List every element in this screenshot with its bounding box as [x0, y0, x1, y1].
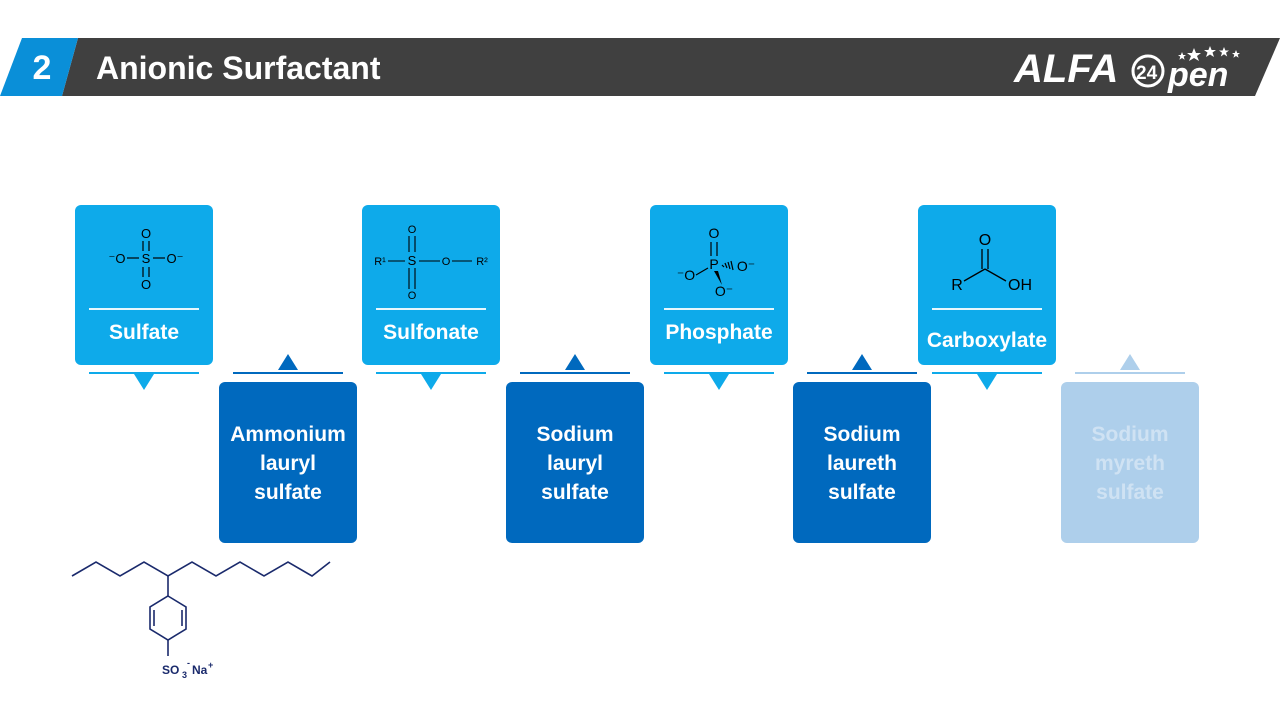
connector-line: [664, 372, 774, 374]
example-card-sodium-myreth-sulfate: Sodium myreth sulfate: [1061, 382, 1199, 543]
connector-line: [520, 372, 630, 374]
formula-so: SO: [162, 663, 179, 677]
atom-label: O⁻: [715, 283, 733, 299]
arrow-up-icon: [1120, 354, 1140, 370]
star-icon: [1219, 47, 1229, 57]
arrow-up-icon: [565, 354, 585, 370]
formula-charge: -: [187, 658, 190, 668]
section-number: 2: [32, 49, 52, 87]
atom-label: R: [951, 277, 963, 294]
atom-label: S: [408, 253, 417, 268]
star-icon: [1178, 52, 1186, 60]
example-label: Sodium lauryl sulfate: [536, 423, 614, 504]
star-icon: [1204, 46, 1216, 57]
arrow-down-icon: [421, 374, 441, 390]
card-divider: [89, 308, 199, 310]
category-card-phosphate: O P ⁻O O⁻ O⁻ Phosphate: [650, 205, 788, 365]
arrow-down-icon: [977, 374, 997, 390]
category-label: Sulfate: [108, 321, 179, 344]
connector-line: [932, 372, 1042, 374]
atom-label: R²: [476, 256, 488, 268]
header-bar: [0, 38, 1280, 96]
category-card-sulfonate: R¹ S O O O R² Sulfonate: [362, 205, 500, 365]
atom-label: S: [142, 251, 151, 266]
logo-badge: 24: [1136, 63, 1158, 84]
connector-line: [89, 372, 199, 374]
example-card-sodium-laureth-sulfate: Sodium laureth sulfate: [793, 382, 931, 543]
star-icon: [1187, 48, 1201, 61]
category-label: Carboxylate: [926, 329, 1048, 352]
atom-label: O: [979, 232, 991, 249]
atom-label: ⁻O: [677, 267, 695, 283]
connector-line: [1075, 372, 1185, 374]
atom-label: O: [709, 225, 720, 241]
logo-badge-circle: [1131, 54, 1165, 88]
atom-label: P: [709, 256, 718, 272]
star-icon: [1232, 50, 1240, 58]
category-label: Sulfonate: [383, 321, 479, 344]
arrow-down-icon: [134, 374, 154, 390]
atom-label: R¹: [374, 256, 386, 268]
arrow-up-icon: [852, 354, 872, 370]
example-card-sodium-lauryl-sulfate: Sodium lauryl sulfate: [506, 382, 644, 543]
connector-line: [233, 372, 343, 374]
atom-label: O: [408, 290, 417, 302]
atom-label: OH: [1008, 277, 1032, 294]
card-divider: [664, 308, 774, 310]
atom-label: O: [141, 277, 151, 292]
atom-label: ⁻O: [109, 251, 126, 266]
card-divider: [932, 308, 1042, 310]
example-label: Sodium laureth sulfate: [823, 423, 901, 504]
arrow-down-icon: [709, 374, 729, 390]
category-card-carboxylate: O R OH Carboxylate: [918, 205, 1056, 365]
card-divider: [376, 308, 486, 310]
formula-plus: +: [208, 660, 213, 670]
category-label: Phosphate: [665, 321, 773, 344]
connector-line: [376, 372, 486, 374]
alfa-open-logo: ALFA 24 pen: [1013, 46, 1240, 94]
carboxylate-structure-icon: O R OH: [951, 232, 1032, 294]
logo-text: ALFA: [1013, 47, 1118, 91]
arrow-up-icon: [278, 354, 298, 370]
atom-label: O⁻: [167, 251, 184, 266]
alkylbenzene-sulfonate-structure-icon: SO 3 - Na +: [71, 561, 331, 680]
atom-label: O: [141, 226, 151, 241]
connector-line: [807, 372, 917, 374]
atom-label: O: [408, 224, 417, 236]
atom-label: O⁻: [737, 258, 755, 274]
sulfate-structure-icon: O ⁻O S O⁻ O: [109, 226, 184, 292]
phosphate-structure-icon: O P ⁻O O⁻ O⁻: [677, 225, 755, 299]
example-label: Sodium myreth sulfate: [1091, 423, 1169, 504]
sulfonate-structure-icon: R¹ S O O O R²: [374, 224, 488, 302]
category-card-sulfate: O ⁻O S O⁻ O Sulfate: [75, 205, 213, 365]
formula-na: Na: [192, 663, 208, 677]
example-card-ammonium-lauryl-sulfate: Ammonium lauryl sulfate: [219, 382, 357, 543]
example-label: Ammonium lauryl sulfate: [230, 423, 346, 504]
page-title: Anionic Surfactant: [96, 50, 381, 86]
formula-subscript: 3: [182, 670, 187, 680]
atom-label: O: [442, 256, 451, 268]
logo-suffix: pen: [1167, 56, 1228, 94]
